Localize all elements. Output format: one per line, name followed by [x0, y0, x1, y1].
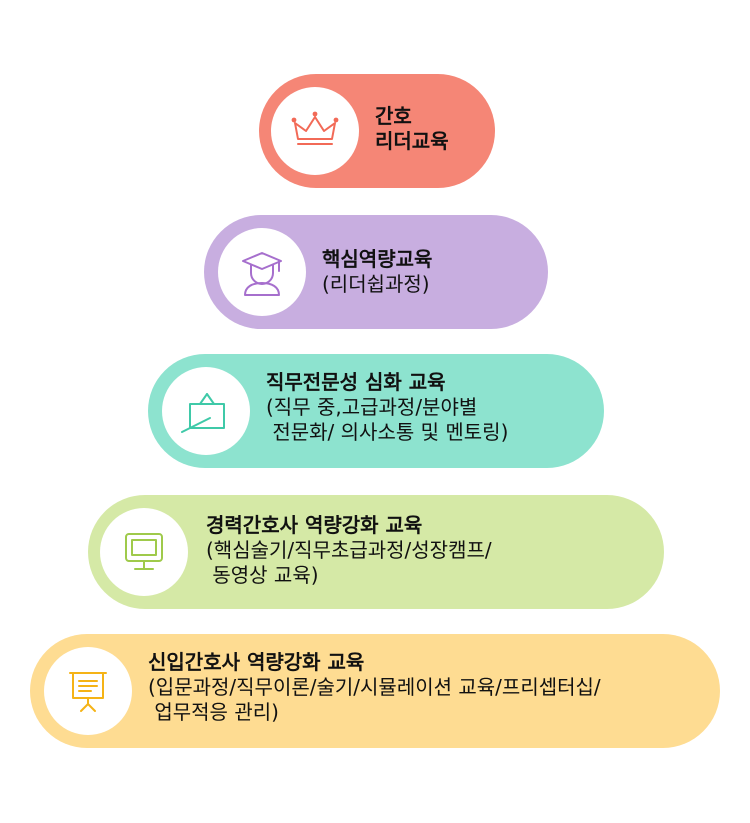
graduate-icon — [242, 252, 282, 296]
tier-title: 직무전문성 심화 교육 — [266, 370, 446, 394]
tier-core-competency-education: 핵심역량교육 (리더쉽과정) — [204, 215, 548, 329]
tier-label: 간호 리더교육 — [375, 104, 449, 154]
tier-label: 직무전문성 심화 교육 (직무 중,고급과정/분야별 전문화/ 의사소통 및 멘… — [266, 370, 508, 445]
tier-nurse-leader-education: 간호 리더교육 — [259, 74, 495, 188]
chalkboard-icon — [181, 393, 225, 433]
icon-circle — [44, 647, 132, 735]
tier-subtitle-line1: (핵심술기/직무초급과정/성장캠프/ — [206, 538, 492, 562]
tier-label: 핵심역량교육 (리더쉽과정) — [322, 247, 432, 297]
tier-title: 경력간호사 역량강화 교육 — [206, 513, 423, 537]
presentation-board-icon — [69, 672, 107, 712]
tier-subtitle-line2: 동영상 교육) — [206, 563, 319, 587]
icon-circle — [100, 508, 188, 596]
tier-title-line2: 리더교육 — [375, 129, 449, 153]
icon-circle — [271, 87, 359, 175]
tier-label: 신입간호사 역량강화 교육 (입문과정/직무이론/술기/시뮬레이션 교육/프리셉… — [148, 650, 601, 725]
tier-job-expertise-education: 직무전문성 심화 교육 (직무 중,고급과정/분야별 전문화/ 의사소통 및 멘… — [148, 354, 604, 468]
tier-subtitle: (리더쉽과정) — [322, 272, 430, 296]
icon-circle — [162, 367, 250, 455]
tier-subtitle-line2: 전문화/ 의사소통 및 멘토링) — [266, 420, 509, 444]
tier-subtitle-line1: (입문과정/직무이론/술기/시뮬레이션 교육/프리셉터십/ — [148, 675, 601, 699]
icon-circle — [218, 228, 306, 316]
tier-subtitle-line1: (직무 중,고급과정/분야별 — [266, 395, 478, 419]
monitor-icon — [125, 533, 163, 570]
tier-title: 핵심역량교육 — [322, 247, 433, 271]
tier-new-nurse-education: 신입간호사 역량강화 교육 (입문과정/직무이론/술기/시뮬레이션 교육/프리셉… — [30, 634, 720, 748]
tier-experienced-nurse-education: 경력간호사 역량강화 교육 (핵심술기/직무초급과정/성장캠프/ 동영상 교육) — [88, 495, 664, 609]
crown-icon — [291, 111, 339, 145]
tier-title: 신입간호사 역량강화 교육 — [148, 650, 365, 674]
tier-label: 경력간호사 역량강화 교육 (핵심술기/직무초급과정/성장캠프/ 동영상 교육) — [206, 513, 492, 588]
tier-title-line1: 간호 — [375, 104, 412, 128]
tier-subtitle-line2: 업무적응 관리) — [148, 700, 279, 724]
